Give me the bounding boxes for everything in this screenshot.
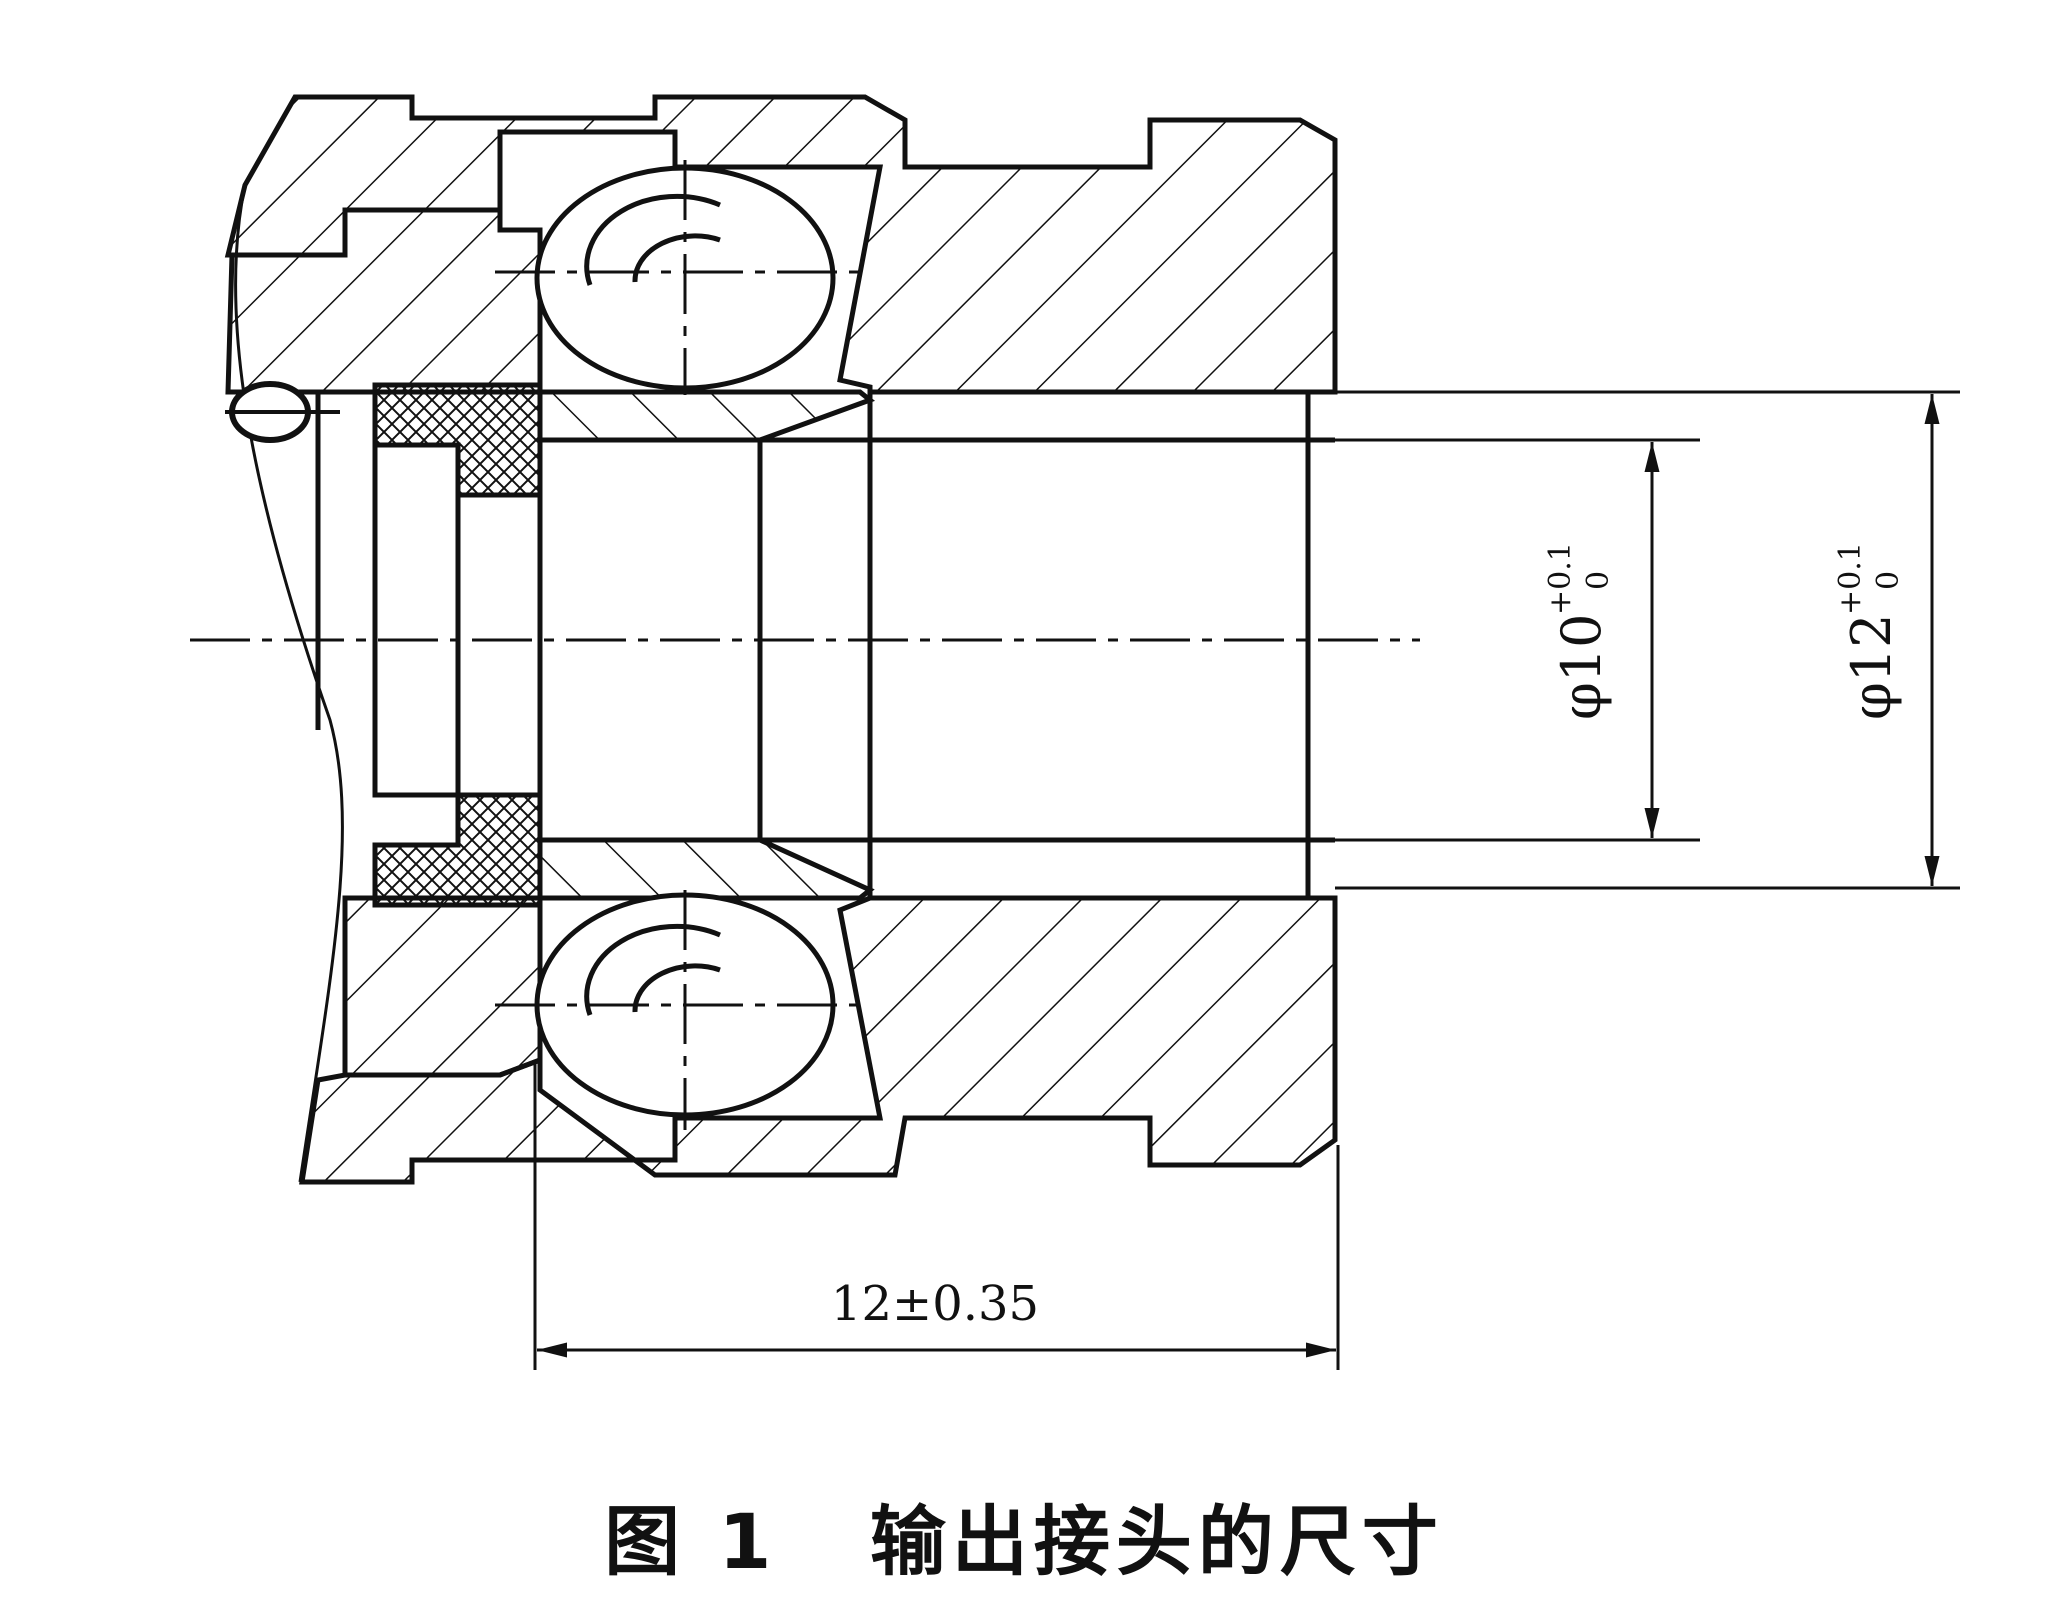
inner-dia-dimension bbox=[1335, 438, 1700, 842]
figure-caption: 图 1 输出接头的尺寸 bbox=[0, 1480, 2048, 1590]
length-label: 12±0.35 bbox=[831, 1276, 1039, 1332]
inner-dia-upper-tol: +0.1 bbox=[1543, 542, 1578, 615]
body-lower bbox=[299, 895, 1338, 1185]
break-line bbox=[234, 184, 344, 1183]
sleeve-upper bbox=[537, 389, 876, 443]
outer-dia-dimension bbox=[1335, 390, 1960, 890]
length-dimension bbox=[533, 1060, 1340, 1370]
caption-title: 输出接头的尺寸 bbox=[869, 1497, 1444, 1586]
seal-lower bbox=[372, 792, 543, 908]
outer-dia-lower-tol: 0 bbox=[1871, 571, 1906, 590]
center-lines bbox=[190, 160, 1420, 1130]
sleeve-lower bbox=[537, 837, 875, 901]
outer-dia-upper-tol: +0.1 bbox=[1833, 542, 1868, 615]
inner-dia-label: φ10 bbox=[1550, 613, 1613, 720]
outer-dia-label: φ12 bbox=[1840, 613, 1903, 720]
inner-dia-lower-tol: 0 bbox=[1581, 571, 1616, 590]
caption-number: 图 1 bbox=[604, 1497, 778, 1586]
